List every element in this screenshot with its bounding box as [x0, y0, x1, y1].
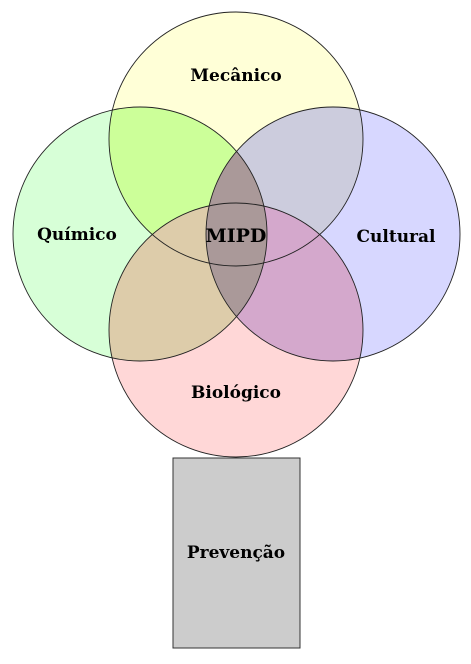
biologico-label: Biológico: [191, 383, 281, 403]
quimico-label: Químico: [37, 225, 117, 245]
biologico-outline: [108, 202, 364, 458]
cultural-label: Cultural: [357, 227, 437, 247]
cultural-outline: [205, 106, 461, 362]
quimico-outline: [12, 106, 268, 362]
prevencao-box: [172, 457, 301, 649]
mecanico-outline: [108, 11, 364, 267]
mecanico-label: Mecânico: [190, 66, 282, 86]
mipd-center-label: MIPD: [206, 225, 267, 247]
prevencao-label: Prevenção: [187, 543, 285, 563]
